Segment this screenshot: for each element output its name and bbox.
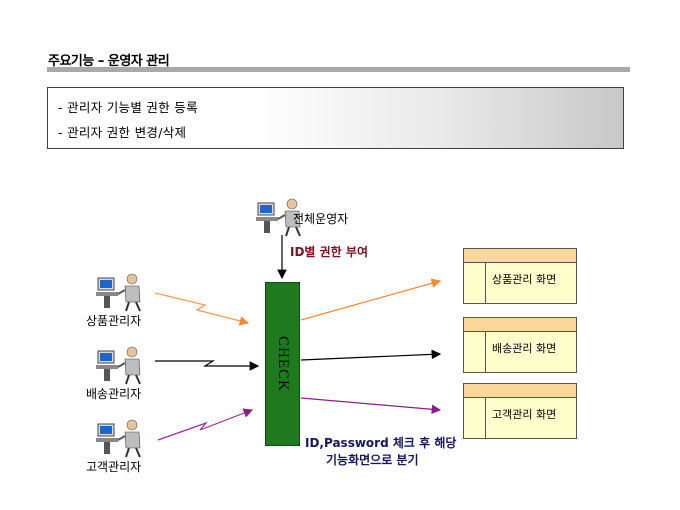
summary-item-modify: - 관리자 권한 변경/삭제 bbox=[58, 125, 187, 140]
screen-card-customer: 고객관리 화면 bbox=[463, 383, 577, 439]
screen-card-delivery: 배송관리 화면 bbox=[463, 317, 577, 373]
operator-at-computer-icon bbox=[96, 273, 141, 312]
grant-label: ID별 권한 부여 bbox=[290, 245, 368, 259]
card-header bbox=[464, 249, 576, 263]
operator-at-computer-icon bbox=[96, 419, 141, 458]
screen-label-customer: 고객관리 화면 bbox=[492, 408, 557, 421]
summary-item-register: - 관리자 기능별 권한 등록 bbox=[58, 100, 198, 115]
screen-label-product: 상품관리 화면 bbox=[492, 273, 557, 286]
customer-manager-link bbox=[157, 408, 254, 441]
operator-at-computer-icon bbox=[96, 346, 141, 385]
delivery-manager-link bbox=[155, 360, 260, 371]
product-manager-link bbox=[154, 292, 250, 326]
title-divider bbox=[47, 67, 630, 72]
page-title: 주요기능 – 운영자 관리 bbox=[48, 54, 170, 69]
delivery-screen-arrow bbox=[300, 349, 442, 361]
user-label-customer: 고객관리자 bbox=[86, 460, 142, 474]
screen-card-product: 상품관리 화면 bbox=[463, 248, 577, 304]
product-screen-arrow bbox=[300, 278, 442, 321]
card-sidebar bbox=[464, 263, 486, 303]
routing-note-line-1: ID,Password 체크 후 해당 bbox=[305, 436, 457, 450]
card-header bbox=[464, 318, 576, 332]
check-gate: CHECK bbox=[265, 282, 300, 446]
summary-box: - 관리자 기능별 권한 등록 - 관리자 권한 변경/삭제 bbox=[47, 87, 624, 149]
screen-label-delivery: 배송관리 화면 bbox=[492, 342, 557, 355]
user-label-delivery: 배송관리자 bbox=[86, 387, 142, 401]
top-admin-label: 전체운영자 bbox=[293, 212, 349, 226]
routing-note-line-2: 기능화면으로 분기 bbox=[326, 453, 419, 467]
card-header bbox=[464, 384, 576, 398]
user-label-product: 상품관리자 bbox=[86, 314, 142, 328]
operator-at-computer-icon bbox=[256, 198, 301, 237]
card-sidebar bbox=[464, 398, 486, 438]
customer-screen-arrow bbox=[300, 397, 442, 415]
check-label: CHECK bbox=[275, 336, 291, 392]
card-sidebar bbox=[464, 332, 486, 372]
